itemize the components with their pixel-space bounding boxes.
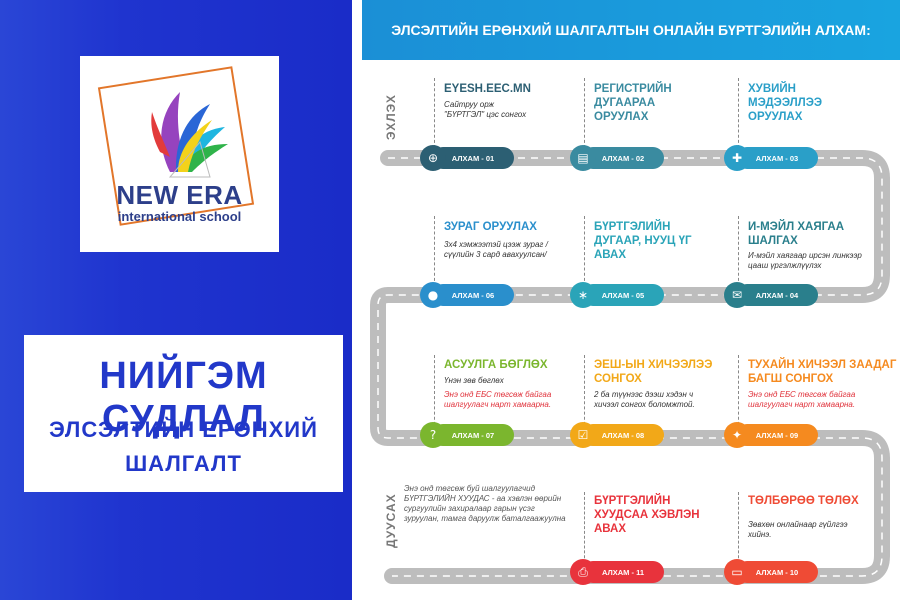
- infographic-title: ЭЛСЭЛТИЙН ЕРӨНХИЙ ШАЛГАЛТЫН ОНЛАЙН БҮРТГ…: [391, 22, 871, 38]
- end-label: ДУУСАХ: [384, 493, 398, 548]
- step-04-desc: И-мэйл хаягаар ирсэн линкээр цааш үргэлж…: [748, 251, 862, 270]
- infographic-panel: ЭЛСЭЛТИЙН ЕРӨНХИЙ ШАЛГАЛТЫН ОНЛАЙН БҮРТГ…: [352, 0, 900, 600]
- school-logo: NEW ERA international school: [80, 56, 279, 252]
- logo-sub-text: international school: [117, 209, 242, 224]
- globe-icon: ⊕: [420, 145, 446, 171]
- step-connector: [584, 355, 585, 430]
- teacher-icon: ✦: [724, 422, 750, 448]
- step-02-pill: АЛХАМ - 02: [582, 147, 664, 169]
- step-02-title: РЕГИСТРИЙН ДУГААРАА ОРУУЛАХ: [594, 83, 672, 123]
- step-07-pill: АЛХАМ - 07: [432, 424, 514, 446]
- step-07-title: АСУУЛГА БӨГЛӨХ: [444, 359, 548, 371]
- step-08-title: ЭЕШ-ЫН ХИЧЭЭЛЭЭ СОНГОХ: [594, 359, 713, 385]
- mail-icon: ✉: [724, 282, 750, 308]
- step-05-pill: АЛХАМ - 05: [582, 284, 664, 306]
- step-01-title: EYESH.EEC.MN: [444, 83, 531, 95]
- step-09-pill: АЛХАМ - 09: [736, 424, 818, 446]
- end-note: Энэ онд төгсөж буй шалгуулагчид БҮРТГЭЛИ…: [404, 484, 566, 523]
- step-connector: [584, 78, 585, 148]
- road-path: [370, 150, 890, 584]
- step-connector: [738, 492, 739, 568]
- step-01-pill: АЛХАМ - 01: [432, 147, 514, 169]
- step-09-title: ТУХАЙН ХИЧЭЭЛ ЗААДАГ БАГШ СОНГОХ: [748, 359, 897, 385]
- exam-title-line1: ЭЛСЭЛТИЙН ЕРӨНХИЙ: [49, 417, 318, 442]
- step-03-pill: АЛХАМ - 03: [736, 147, 818, 169]
- user-icon: ●: [420, 282, 446, 308]
- step-06-desc: 3x4 хэмжээтэй цээж зураг /сүүлийн 3 сард…: [444, 240, 548, 259]
- step-connector: [434, 78, 435, 148]
- step-08-pill: АЛХАМ - 08: [582, 424, 664, 446]
- password-icon: ∗: [570, 282, 596, 308]
- step-07-desc: Үнэн зөв бөглөх: [444, 376, 504, 385]
- infographic-header: ЭЛСЭЛТИЙН ЕРӨНХИЙ ШАЛГАЛТЫН ОНЛАЙН БҮРТГ…: [362, 0, 900, 60]
- step-01-desc: Сайтруу орж "БҮРТГЭЛ" цэс сонгох: [444, 100, 527, 119]
- step-11-pill: АЛХАМ - 11: [582, 561, 664, 583]
- step-06-title: ЗУРАГ ОРУУЛАХ: [444, 221, 537, 233]
- logo-feathers-icon: [151, 92, 228, 178]
- step-10-pill: АЛХАМ - 10: [736, 561, 818, 583]
- start-label: ЭХЛЭХ: [384, 94, 398, 140]
- checklist-icon: ☑: [570, 422, 596, 448]
- user-add-icon: ✚: [724, 145, 750, 171]
- step-connector: [738, 355, 739, 430]
- step-10-title: ТӨЛБӨРӨӨ ТӨЛӨХ: [748, 495, 859, 507]
- step-09-warning: Энэ онд ЕБС төгсөж байгаа шалгуулагч нар…: [748, 390, 856, 409]
- subject-title: НИЙГЭМ СУДЛАЛ: [99, 355, 268, 440]
- print-icon: ⎙: [570, 559, 596, 585]
- step-connector: [434, 355, 435, 430]
- left-panel: NEW ERA international school НИЙГЭМ СУДЛ…: [0, 0, 352, 600]
- id-card-icon: ▤: [570, 145, 596, 171]
- step-connector: [434, 216, 435, 286]
- step-11-title: БҮРТГЭЛИЙН ХУУДСАА ХЭВЛЭН АВАХ: [594, 495, 700, 535]
- step-06-pill: АЛХАМ - 06: [432, 284, 514, 306]
- step-07-warning: Энэ онд ЕБС төгсөж байгаа шалгуулагч нар…: [444, 390, 552, 409]
- subject-title-box: НИЙГЭМ СУДЛАЛ ЭЛСЭЛТИЙН ЕРӨНХИЙ ШАЛГАЛТ: [24, 335, 343, 492]
- step-10-desc: Зөвхөн онлайнаар гүйлгээ хийнэ.: [748, 520, 848, 539]
- step-08-desc: 2 ба түүнээс дээш хэдэн ч хичээл сонгох …: [594, 390, 695, 409]
- step-connector: [584, 216, 585, 286]
- question-icon: ?: [420, 422, 446, 448]
- step-connector: [738, 78, 739, 148]
- exam-title-line2: ШАЛГАЛТ: [125, 451, 242, 476]
- step-05-title: БҮРТГЭЛИЙН ДУГААР, НУУЦ ҮГ АВАХ: [594, 221, 692, 261]
- step-04-pill: АЛХАМ - 04: [736, 284, 818, 306]
- step-04-title: И-МЭЙЛ ХАЯГАА ШАЛГАХ: [748, 221, 845, 247]
- step-connector: [584, 492, 585, 568]
- step-connector: [738, 216, 739, 286]
- logo-brand-text: NEW ERA: [116, 180, 243, 210]
- card-icon: ▭: [724, 559, 750, 585]
- step-03-title: ХУВИЙН МЭДЭЭЛЛЭЭ ОРУУЛАХ: [748, 83, 823, 123]
